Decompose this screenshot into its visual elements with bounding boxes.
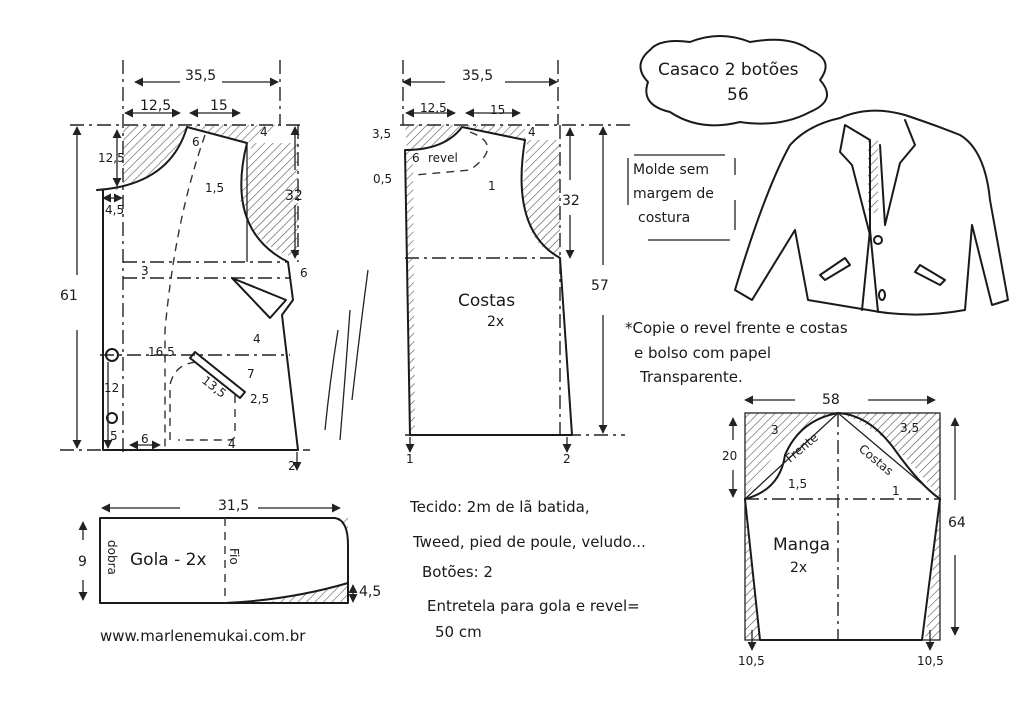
sleeve-piece: 58 20 64 Frente Costas 3 1,5 3,5 1 Manga… (722, 392, 966, 668)
back-bottom-1-label: 1 (406, 452, 414, 466)
front-pocket-25-label: 2,5 (250, 392, 269, 406)
front-neck-6-label: 6 (192, 135, 200, 149)
sleeve-title: Manga (773, 535, 830, 555)
sleeve-back-label: Costas (856, 442, 896, 479)
materials-line: Tweed, pied de poule, veludo... (412, 533, 646, 551)
sleeve-back-35-label: 3,5 (900, 421, 919, 435)
sleeve-hem-right-label: 10,5 (917, 654, 944, 668)
jacket-illustration (734, 109, 1009, 316)
note-line: *Copie o revel frente e costas (625, 319, 848, 337)
sleeve-count: 2x (790, 560, 807, 576)
note-line: Molde sem (633, 162, 709, 178)
front-width-label: 35,5 (185, 68, 216, 84)
front-height-label: 61 (60, 288, 78, 304)
front-button-bottom-label: 5 (110, 429, 118, 443)
copy-note: *Copie o revel frente e costas e bolso c… (625, 319, 848, 386)
collar-tip-label: 4,5 (359, 584, 381, 600)
back-neck-depth-label: 3,5 (372, 127, 391, 141)
sleeve-width-label: 58 (822, 392, 840, 408)
back-cb-label: 0,5 (373, 172, 392, 186)
title-text: Casaco 2 botões (658, 60, 799, 80)
note-line: margem de (633, 186, 714, 202)
front-shoulder-label: 15 (210, 98, 228, 114)
collar-width-label: 31,5 (218, 498, 249, 514)
front-pocket-pos-label: 16,5 (148, 345, 175, 359)
back-neck-width-label: 12,5 (420, 101, 447, 115)
front-piece: 35,5 61 12,5 15 12,5 4,5 4 6 1,5 32 3 6 … (60, 60, 310, 473)
title-size: 56 (727, 85, 749, 105)
title-cloud: Casaco 2 botões 56 (639, 35, 829, 127)
button-marker (106, 412, 118, 424)
collar-title: Gola - 2x (130, 550, 207, 570)
collar-grain-label: Fio (227, 548, 241, 565)
back-curve-label: 1 (488, 179, 496, 193)
materials-line: Botões: 2 (422, 563, 493, 581)
seam-allowance-note: Molde sem margem de costura (627, 154, 736, 241)
front-button-gap-label: 12 (104, 381, 119, 395)
front-dart-6-label: 6 (300, 266, 308, 280)
front-gap-label: 3 (141, 264, 149, 278)
collar-piece: 31,5 9 4,5 Gola - 2x dobra Fio (78, 498, 381, 604)
back-height-label: 57 (591, 278, 609, 294)
front-armhole-depth-label: 32 (285, 188, 303, 204)
note-line: costura (638, 210, 690, 226)
collar-fold-label: dobra (105, 540, 119, 575)
materials-notes: Tecido: 2m de lã batida, Tweed, pied de … (409, 498, 646, 641)
materials-line: 50 cm (435, 623, 482, 641)
sleeve-hem-left-label: 10,5 (738, 654, 765, 668)
front-extension-label: 4,5 (105, 203, 124, 217)
signature (324, 269, 369, 441)
front-neck-width-label: 12,5 (140, 98, 171, 114)
note-line: Transparente. (639, 368, 743, 386)
sleeve-front-3-label: 3 (771, 423, 779, 437)
front-pocket-len-label: 13,5 (199, 373, 229, 400)
back-armhole-depth-label: 32 (562, 193, 580, 209)
sleeve-cap-height-label: 20 (722, 449, 737, 463)
note-line: e bolso com papel (634, 344, 771, 362)
back-bottom-2-label: 2 (563, 452, 571, 466)
front-bottom-4-label: 4 (228, 437, 236, 451)
materials-line: Tecido: 2m de lã batida, (409, 498, 590, 516)
materials-line: Entretela para gola e revel= (427, 597, 640, 615)
back-neck-6-label: 6 (412, 151, 420, 165)
front-armhole-curve-label: 1,5 (205, 181, 224, 195)
front-shoulder-drop-label: 4 (260, 125, 268, 139)
back-piece: 35,5 12,5 15 3,5 4 0,5 6 revel 1 32 57 C… (372, 60, 630, 466)
collar-height-label: 9 (78, 554, 87, 570)
sleeve-back-1-label: 1 (892, 484, 900, 498)
back-width-label: 35,5 (462, 68, 493, 84)
front-dart-4-label: 4 (253, 332, 261, 346)
back-shoulder-label: 15 (490, 103, 505, 117)
button-marker (105, 348, 119, 362)
back-shoulder-drop-label: 4 (528, 125, 536, 139)
back-revel-label: revel (428, 151, 458, 165)
front-pocket-7-label: 7 (247, 367, 255, 381)
sleeve-front-15-label: 1,5 (788, 477, 807, 491)
sleeve-length-label: 64 (948, 515, 966, 531)
back-count: 2x (487, 314, 504, 330)
front-side-2-label: 2 (288, 459, 296, 473)
back-title: Costas (458, 291, 515, 311)
website-url: www.marlenemukai.com.br (100, 627, 306, 645)
front-bottom-6-label: 6 (141, 432, 149, 446)
front-neck-depth-label: 12,5 (98, 151, 125, 165)
